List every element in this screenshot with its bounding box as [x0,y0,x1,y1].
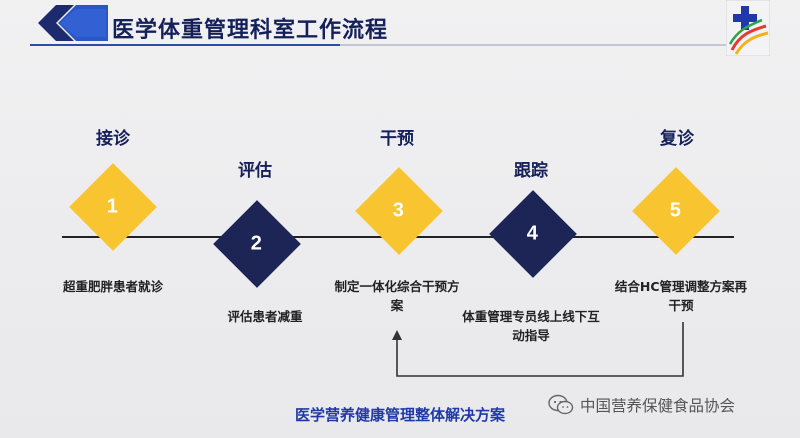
step-3-number: 3 [393,199,405,222]
watermark: 中国营养保健食品协会 [548,394,735,416]
step-3-title: 干预 [380,129,414,149]
step-4-number: 4 [527,222,539,245]
step-5-title: 复诊 [660,129,694,149]
header-logo-icon [38,5,108,41]
watermark-text: 中国营养保健食品协会 [580,397,736,415]
step-4-diamond: 4 [489,190,577,278]
page-title: 医学体重管理科室工作流程 [112,18,389,43]
step-3-description: 制定一体化综合干预方案 [334,279,460,313]
step-1-number: 1 [107,195,119,218]
header-divider [30,44,730,46]
wechat-icon [548,394,574,415]
corner-logo-icon [726,0,770,56]
step-2-diamond: 2 [213,200,301,288]
step-2-title: 评估 [238,161,272,181]
step-3-diamond: 3 [355,167,443,255]
footer-subtitle: 医学营养健康管理整体解决方案 [294,406,506,424]
step-5-description: 结合HC管理调整方案再干预 [614,279,748,313]
step-2-number: 2 [251,232,263,255]
header-divider-accent [30,44,340,46]
step-1-title: 接诊 [96,129,130,149]
step-5-number: 5 [670,199,682,222]
step-4-description: 体重管理专员线上线下互动指导 [462,309,600,343]
step-4-title: 跟踪 [514,161,548,181]
step-1-description: 超重肥胖患者就诊 [62,279,163,294]
step-2-description: 评估患者减重 [227,309,303,324]
step-5-diamond: 5 [632,167,720,255]
